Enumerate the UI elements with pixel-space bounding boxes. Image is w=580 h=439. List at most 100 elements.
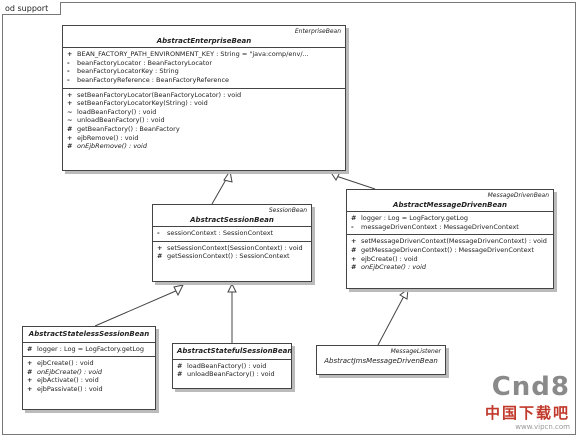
class-member: -beanFactoryLocator : BeanFactoryLocator	[67, 59, 341, 68]
class-name: AbstractEnterpriseBean	[156, 36, 252, 45]
attribute-section: # logger : Log = LogFactory.getLog	[23, 343, 155, 358]
class-abstract-enterprise-bean[interactable]: EnterpriseBean AbstractEnterpriseBean +B…	[62, 25, 346, 171]
member-signature: beanFactoryReference : BeanFactoryRefere…	[77, 75, 230, 84]
visibility-marker: +	[351, 254, 357, 263]
class-abstract-jms-message-driven-bean[interactable]: MessageListener AbstractJmsMessageDriven…	[316, 345, 446, 375]
visibility-marker: +	[351, 237, 357, 246]
member-signature: logger : Log = LogFactory.getLog	[37, 344, 144, 353]
generalization-line	[94, 289, 179, 327]
class-header: EnterpriseBean AbstractEnterpriseBean	[63, 26, 345, 49]
attribute-section: +BEAN_FACTORY_PATH_ENVIRONMENT_KEY : Str…	[63, 48, 345, 89]
class-member: -beanFactoryReference : BeanFactoryRefer…	[67, 76, 341, 85]
member-signature: ejbRemove() : void	[77, 133, 139, 142]
class-member: + ejbCreate() : void	[27, 359, 151, 368]
visibility-marker: +	[67, 99, 73, 108]
member-signature: ejbActivate() : void	[37, 376, 99, 385]
attribute-section: # logger : Log = LogFactory.getLog-messag…	[347, 212, 553, 236]
member-signature: beanFactoryLocator : BeanFactoryLocator	[77, 58, 213, 67]
class-abstract-stateful-session-bean[interactable]: AbstractStatefulSessionBean # loadBeanFac…	[172, 343, 292, 389]
class-member: # unloadBeanFactory() : void	[177, 370, 287, 379]
class-abstract-stateless-session-bean[interactable]: AbstractStatelessSessionBean # logger : L…	[22, 326, 156, 410]
class-member: ~ loadBeanFactory() : void	[67, 108, 341, 117]
class-member: #getSessionContext() : SessionContext	[157, 252, 307, 261]
member-signature: ejbCreate() : void	[361, 254, 418, 263]
member-signature: onEjbCreate() : void	[37, 367, 103, 376]
member-signature: onEjbCreate() : void	[361, 263, 427, 272]
member-signature: BEAN_FACTORY_PATH_ENVIRONMENT_KEY : Stri…	[77, 50, 309, 59]
operation-section: + setMessageDrivenContext(MessageDrivenCo…	[347, 235, 553, 274]
class-header: MessageDrivenBean AbstractMessageDrivenB…	[347, 190, 553, 213]
class-member: +BEAN_FACTORY_PATH_ENVIRONMENT_KEY : Str…	[67, 50, 341, 59]
member-signature: setSessionContext(SessionContext) : void	[167, 243, 303, 252]
class-header: AbstractStatelessSessionBean	[23, 327, 155, 343]
operation-section: # loadBeanFactory() : void # unloadBeanFact…	[173, 360, 291, 382]
class-member: # logger : Log = LogFactory.getLog	[351, 214, 549, 223]
member-signature: setBeanFactoryLocatorKey(String) : void	[77, 99, 208, 108]
class-member: # getMessageDrivenContext() : MessageDriv…	[351, 246, 549, 255]
class-abstract-session-bean[interactable]: SessionBean AbstractSessionBean -session…	[152, 204, 312, 282]
member-signature: unloadBeanFactory() : void	[187, 370, 275, 379]
visibility-marker: #	[351, 214, 357, 223]
member-signature: ejbPassivate() : void	[37, 384, 103, 393]
generalization-arrowhead	[227, 282, 237, 293]
member-signature: loadBeanFactory() : void	[187, 361, 267, 370]
class-name: AbstractStatefulSessionBean	[177, 347, 293, 355]
class-member: ~ unloadBeanFactory() : void	[67, 116, 341, 125]
visibility-marker: +	[67, 133, 73, 142]
visibility-marker: #	[177, 370, 183, 379]
class-member: + ejbCreate() : void	[351, 255, 549, 264]
class-member: -messageDrivenContext : MessageDrivenCon…	[351, 223, 549, 232]
class-name: AbstractJmsMessageDrivenBean	[324, 356, 438, 365]
visibility-marker: +	[27, 384, 33, 393]
attribute-section: -sessionContext : SessionContext	[153, 227, 311, 242]
member-signature: getSessionContext() : SessionContext	[167, 252, 290, 261]
member-signature: getMessageDrivenContext() : MessageDrive…	[361, 245, 534, 254]
visibility-marker: ~	[67, 107, 73, 116]
visibility-marker: #	[351, 263, 357, 272]
watermark-url: www.vipcn.com	[515, 423, 570, 431]
generalization-arrowhead	[328, 170, 341, 181]
member-signature: ejbCreate() : void	[37, 359, 94, 368]
member-signature: loadBeanFactory() : void	[77, 107, 157, 116]
class-member: -beanFactoryLocatorKey : String	[67, 67, 341, 76]
visibility-marker: -	[351, 222, 354, 231]
visibility-marker: #	[351, 245, 357, 254]
member-signature: onEjbRemove() : void	[77, 142, 147, 151]
class-header: MessageListener AbstractJmsMessageDriven…	[317, 346, 445, 367]
diagram-frame-label: od support	[2, 2, 62, 15]
operation-section: +setBeanFactoryLocator(BeanFactoryLocato…	[63, 89, 345, 154]
class-stereotype: MessageListener	[390, 348, 441, 355]
visibility-marker: ~	[67, 116, 73, 125]
member-signature: getBeanFactory() : BeanFactory	[77, 124, 180, 133]
class-name: AbstractMessageDrivenBean	[393, 200, 507, 209]
visibility-marker: #	[177, 361, 183, 370]
class-member: #onEjbRemove() : void	[67, 142, 341, 151]
class-name: AbstractStatelessSessionBean	[28, 330, 150, 338]
visibility-marker: -	[67, 67, 70, 76]
member-signature: unloadBeanFactory() : void	[77, 116, 165, 125]
class-member: # loadBeanFactory() : void	[177, 362, 287, 371]
class-stereotype: MessageDrivenBean	[487, 192, 549, 199]
visibility-marker: #	[67, 124, 73, 133]
watermark-logo: Cnd8	[491, 372, 570, 402]
watermark-chinese-text: 中国下载吧	[484, 404, 570, 422]
visibility-marker: +	[67, 90, 73, 99]
generalization-arrowhead	[173, 284, 184, 297]
class-member: + setMessageDrivenContext(MessageDrivenCo…	[351, 237, 549, 246]
class-member: # logger : Log = LogFactory.getLog	[27, 345, 151, 354]
visibility-marker: +	[27, 376, 33, 385]
member-signature: sessionContext : SessionContext	[167, 229, 274, 238]
visibility-marker: +	[27, 359, 33, 368]
class-abstract-message-driven-bean[interactable]: MessageDrivenBean AbstractMessageDrivenB…	[346, 189, 554, 289]
member-signature: beanFactoryLocatorKey : String	[77, 67, 179, 76]
class-name: AbstractSessionBean	[190, 215, 274, 224]
class-member: # onEjbCreate() : void	[351, 263, 549, 272]
generalization-line	[335, 175, 376, 190]
member-signature: setMessageDrivenContext(MessageDrivenCon…	[361, 237, 547, 246]
visibility-marker: #	[27, 344, 33, 353]
member-signature: logger : Log = LogFactory.getLog	[361, 214, 468, 223]
class-stereotype: SessionBean	[268, 207, 307, 214]
class-header: SessionBean AbstractSessionBean	[153, 205, 311, 228]
watermark: Cnd8 中国下载吧 www.vipcn.com	[485, 372, 570, 431]
